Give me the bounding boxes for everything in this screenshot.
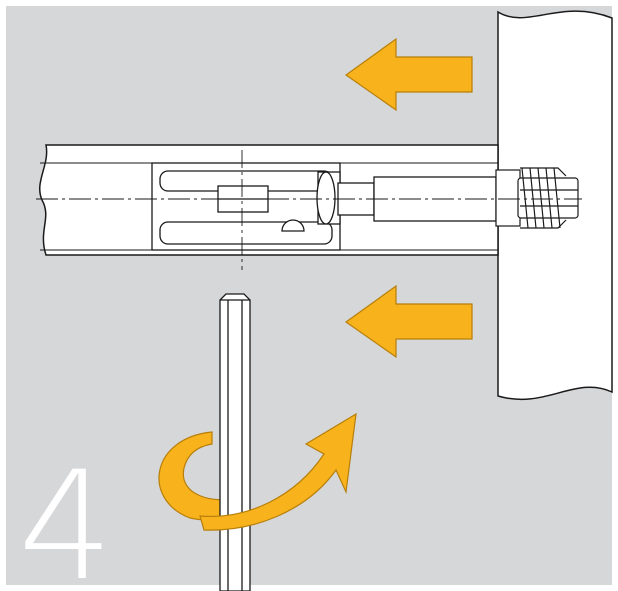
step-number: 4 xyxy=(18,440,113,591)
threaded-dowel xyxy=(495,167,579,229)
hex-key-icon xyxy=(219,293,251,591)
arrow-left-icon xyxy=(344,284,473,359)
arrow-left-icon xyxy=(344,37,473,112)
board xyxy=(39,144,499,256)
rotate-clockwise-icon xyxy=(199,412,357,531)
